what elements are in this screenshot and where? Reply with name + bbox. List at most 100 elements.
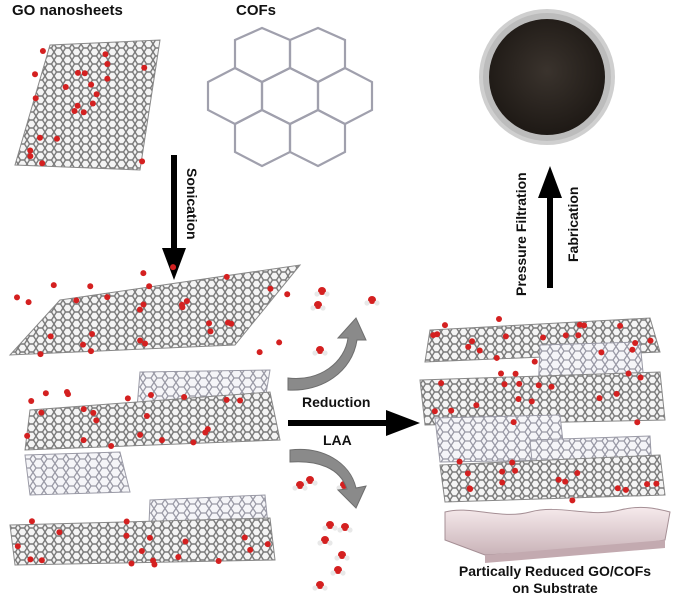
oxygen-atom bbox=[27, 556, 34, 563]
oxygen-atom bbox=[629, 346, 636, 353]
membrane-disc bbox=[479, 9, 615, 145]
water-hydrogen bbox=[310, 305, 316, 311]
oxygen-atoms bbox=[13, 48, 660, 568]
oxygen-atom bbox=[179, 304, 186, 311]
oxygen-atom bbox=[466, 485, 473, 492]
water-oxygen bbox=[341, 523, 349, 531]
oxygen-atom bbox=[181, 394, 188, 401]
oxygen-atom bbox=[509, 459, 516, 466]
oxygen-atom bbox=[71, 108, 78, 115]
oxygen-atom bbox=[42, 390, 49, 397]
water-hydrogen bbox=[312, 585, 318, 591]
oxygen-atom bbox=[581, 322, 588, 329]
oxygen-atom bbox=[237, 397, 244, 404]
label-reduction: Reduction bbox=[302, 394, 371, 410]
oxygen-atom bbox=[143, 413, 150, 420]
water-hydrogen bbox=[347, 527, 353, 533]
go-nanosheet-structure bbox=[14, 39, 161, 171]
oxygen-atom bbox=[138, 548, 145, 555]
oxygen-atom bbox=[136, 306, 143, 313]
oxygen-atom bbox=[574, 470, 581, 477]
oxygen-atom bbox=[431, 408, 438, 415]
oxygen-atom bbox=[276, 339, 283, 346]
oxygen-atom bbox=[80, 109, 87, 116]
oxygen-atom bbox=[207, 328, 214, 335]
label-result-line2: on Substrate bbox=[512, 580, 598, 596]
oxygen-atom bbox=[613, 390, 620, 397]
oxygen-atom bbox=[39, 48, 46, 55]
water-oxygen bbox=[318, 287, 326, 295]
water-oxygen bbox=[326, 521, 334, 529]
oxygen-atom bbox=[24, 432, 31, 439]
oxygen-atom bbox=[38, 557, 45, 564]
water-oxygen bbox=[314, 301, 322, 309]
oxygen-atom bbox=[465, 343, 472, 350]
cof-structure bbox=[206, 26, 374, 168]
water-hydrogen bbox=[292, 485, 298, 491]
reduced-go-cof-stack bbox=[419, 317, 666, 503]
oxygen-atom bbox=[73, 297, 80, 304]
go-cof-hybrid-sheet-2 bbox=[9, 494, 276, 566]
oxygen-atom bbox=[241, 534, 248, 541]
oxygen-atom bbox=[535, 382, 542, 389]
oxygen-atom bbox=[598, 349, 605, 356]
oxygen-atom bbox=[183, 298, 190, 305]
oxygen-atom bbox=[62, 84, 69, 91]
oxygen-atom bbox=[104, 75, 111, 82]
water-hydrogen bbox=[327, 540, 333, 546]
oxygen-atom bbox=[614, 485, 621, 492]
oxygen-atom bbox=[531, 358, 538, 365]
oxygen-atom bbox=[74, 102, 81, 109]
oxygen-atom bbox=[39, 160, 46, 167]
water-oxygen bbox=[368, 296, 376, 304]
oxygen-atom bbox=[27, 147, 34, 154]
oxygen-atom bbox=[81, 70, 88, 77]
oxygen-atom bbox=[548, 383, 555, 390]
oxygen-atom bbox=[141, 64, 148, 71]
oxygen-atom bbox=[37, 351, 44, 358]
oxygen-atom bbox=[617, 322, 624, 329]
oxygen-atom bbox=[128, 560, 135, 567]
oxygen-atom bbox=[456, 458, 463, 465]
oxygen-atom bbox=[89, 100, 96, 107]
oxygen-atom bbox=[569, 497, 576, 504]
oxygen-atom bbox=[204, 426, 211, 433]
oxygen-atom bbox=[473, 402, 480, 409]
oxygen-atom bbox=[637, 374, 644, 381]
oxygen-atom bbox=[137, 431, 144, 438]
oxygen-atom bbox=[647, 337, 654, 344]
label-result-line1: Partically Reduced GO/COFs bbox=[458, 563, 652, 579]
oxygen-atom bbox=[142, 340, 149, 347]
oxygen-atom bbox=[123, 518, 130, 525]
oxygen-atom bbox=[430, 332, 437, 339]
water-hydrogen bbox=[330, 570, 336, 576]
oxygen-atom bbox=[562, 478, 569, 485]
oxygen-atom bbox=[267, 285, 274, 292]
oxygen-atom bbox=[123, 532, 130, 539]
water-hydrogen bbox=[322, 350, 328, 356]
oxygen-atom bbox=[53, 135, 60, 142]
oxygen-atom bbox=[147, 392, 154, 399]
oxygen-atom bbox=[634, 419, 641, 426]
oxygen-atom bbox=[88, 81, 95, 88]
oxygen-atom bbox=[28, 397, 35, 404]
oxygen-atom bbox=[38, 409, 45, 416]
water-hydrogen bbox=[312, 480, 318, 486]
water-hydrogen bbox=[320, 305, 326, 311]
go-sheet-exfoliated bbox=[8, 264, 302, 356]
oxygen-atom bbox=[93, 91, 100, 98]
label-sonication: Sonication bbox=[184, 168, 200, 240]
oxygen-atom bbox=[528, 398, 535, 405]
oxygen-atom bbox=[223, 273, 230, 280]
oxygen-atom bbox=[264, 541, 271, 548]
water-hydrogen bbox=[374, 300, 380, 306]
oxygen-atom bbox=[653, 480, 660, 487]
oxygen-atom bbox=[32, 95, 39, 102]
oxygen-atom bbox=[502, 333, 509, 340]
fabrication-arrow bbox=[538, 166, 562, 288]
water-hydrogen bbox=[364, 300, 370, 306]
go-cof-hybrid-sheet-1 bbox=[24, 369, 281, 496]
oxygen-atom bbox=[47, 333, 54, 340]
oxygen-atom bbox=[575, 332, 582, 339]
oxygen-atom bbox=[516, 380, 523, 387]
